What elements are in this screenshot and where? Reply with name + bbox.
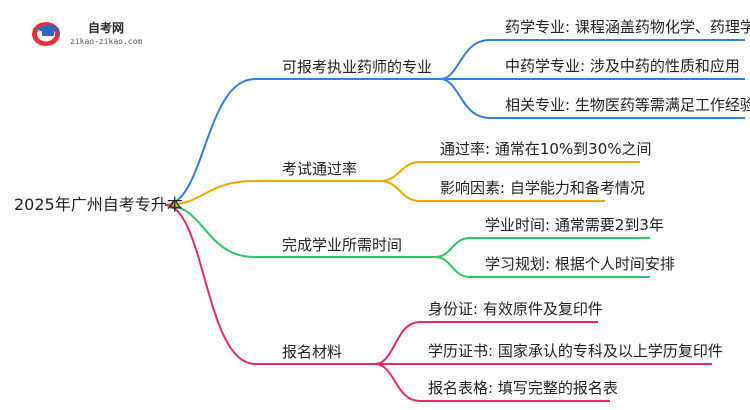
leaf-topic-0-1: 中药学专业: 涉及中药的性质和应用 xyxy=(505,57,740,75)
connector-b1-c0 xyxy=(379,161,640,182)
connector-branch-1 xyxy=(164,180,380,206)
connector-branch-0 xyxy=(164,78,440,206)
connector-b1-c1 xyxy=(379,180,605,202)
connector-b0-c0 xyxy=(439,39,745,80)
logo-title: 自考网 xyxy=(88,21,125,35)
branch-topic-0: 可报考执业药师的专业 xyxy=(282,58,433,76)
leaf-topic-3-1: 学历证书: 国家承认的专科及以上学历复印件 xyxy=(428,342,723,360)
leaf-topic-2-0: 学业时间: 通常需要2到3年 xyxy=(485,216,664,234)
leaf-topic-1-0: 通过率: 通常在10%到30%之间 xyxy=(440,140,652,158)
connector-b3-c0 xyxy=(374,321,598,365)
branch-topic-1: 考试通过率 xyxy=(282,160,358,178)
connector-b2-c1 xyxy=(434,256,650,278)
connector-b0-c2 xyxy=(439,78,745,119)
connector-branch-2 xyxy=(164,204,435,258)
connector-b2-c0 xyxy=(434,237,650,258)
connector-b3-c2 xyxy=(374,363,610,402)
graduation-cap-logo-icon xyxy=(32,22,60,46)
connector-branch-3 xyxy=(164,204,375,365)
branch-topic-2: 完成学业所需时间 xyxy=(282,236,403,254)
leaf-topic-3-2: 报名表格: 填写完整的报名表 xyxy=(428,379,618,397)
logo-subtitle: zikao-zikao.com xyxy=(70,37,143,46)
branch-topic-3: 报名材料 xyxy=(282,343,343,361)
leaf-topic-2-1: 学习规划: 根据个人时间安排 xyxy=(485,255,675,273)
root-topic: 2025年广州自考专升本 xyxy=(14,195,183,214)
leaf-topic-1-1: 影响因素: 自学能力和备考情况 xyxy=(440,179,645,197)
leaf-topic-3-0: 身份证: 有效原件及复印件 xyxy=(428,300,603,318)
site-logo: 自考网 zikao-zikao.com xyxy=(30,16,150,52)
leaf-topic-0-2: 相关专业: 生物医药等需满足工作经验 xyxy=(505,96,750,114)
leaf-topic-0-0: 药学专业: 课程涵盖药物化学、药理学 xyxy=(505,18,750,36)
